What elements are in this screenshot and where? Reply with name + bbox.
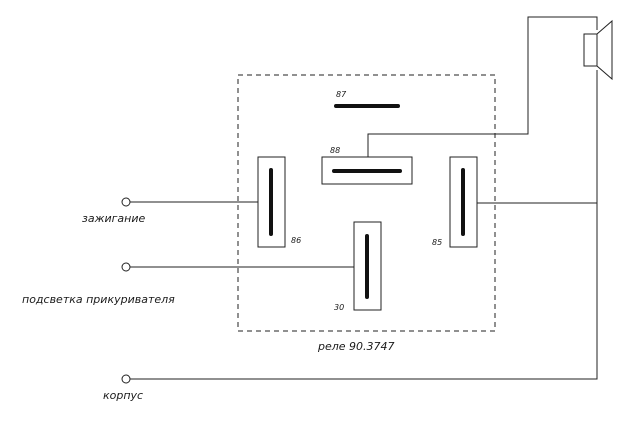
pin-85-label: 85 bbox=[432, 238, 442, 247]
wire-88-to-speaker bbox=[367, 16, 598, 157]
relay-caption: реле 90.3747 bbox=[317, 340, 395, 353]
pin-88-label: 88 bbox=[330, 146, 340, 155]
terminal-ground bbox=[121, 374, 131, 384]
pin-87-label: 87 bbox=[336, 90, 347, 99]
ground-label: корпус bbox=[103, 389, 143, 402]
wire-speaker-to-ground bbox=[126, 70, 598, 380]
pin-30-label: 30 bbox=[334, 303, 344, 312]
terminal-ignition bbox=[121, 197, 131, 207]
ignition-label: зажигание bbox=[82, 212, 146, 225]
pin-86-label: 86 bbox=[291, 236, 301, 245]
speaker-icon bbox=[583, 19, 613, 81]
terminal-lighter-backlight bbox=[121, 262, 131, 272]
relay-housing bbox=[237, 74, 496, 332]
lighter-backlight-label: подсветка прикуривателя bbox=[22, 293, 175, 306]
